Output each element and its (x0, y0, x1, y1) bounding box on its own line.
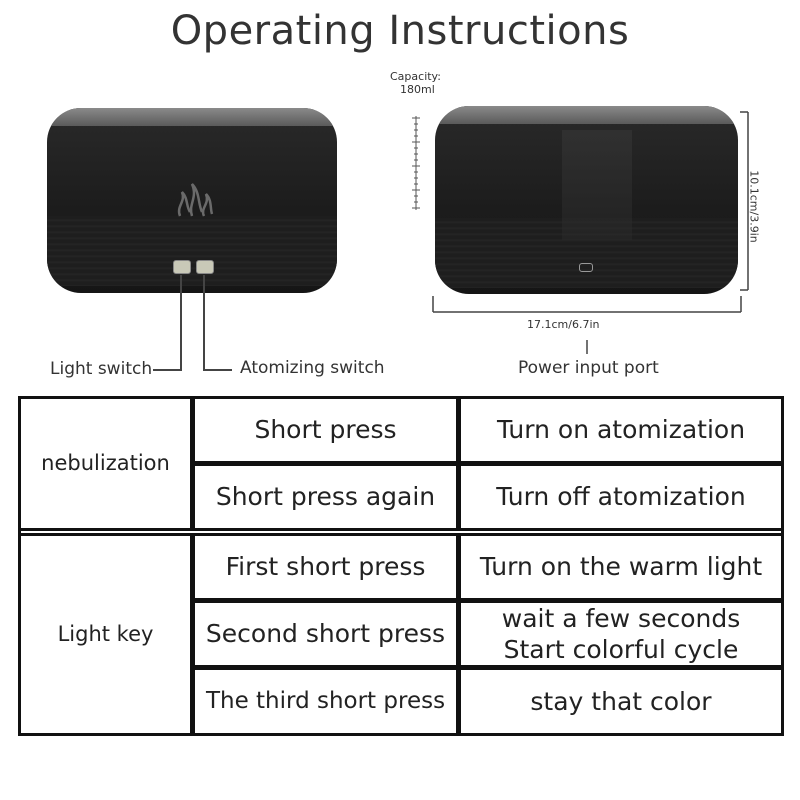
capacity-label: Capacity: (390, 70, 441, 83)
height-dimension: 10.1cm/3.9in (747, 170, 761, 243)
table-cell-action: Second short press (192, 600, 459, 668)
flame-icon (177, 183, 214, 217)
atomizing-switch-label: Atomizing switch (240, 358, 385, 378)
capacity-value: 180ml (400, 83, 435, 96)
table-cell-result: wait a few seconds Start colorful cycle (458, 600, 784, 668)
power-port-label: Power input port (518, 358, 659, 378)
water-window (562, 130, 632, 240)
table-cell-action: Short press again (192, 463, 459, 531)
table-cell-result: Turn off atomization (458, 463, 784, 531)
group-label-light-key: Light key (18, 533, 193, 736)
light-switch-button (173, 260, 191, 274)
group-label-nebulization: nebulization (18, 396, 193, 531)
power-port-icon (579, 263, 593, 272)
table-cell-result: Turn on atomization (458, 396, 784, 464)
table-cell-action: First short press (192, 533, 459, 601)
table-cell-result: stay that color (458, 667, 784, 736)
width-dimension: 17.1cm/6.7in (527, 318, 600, 331)
page-title: Operating Instructions (170, 8, 630, 54)
table-cell-action: The third short press (192, 667, 459, 736)
table-cell-result: Turn on the warm light (458, 533, 784, 601)
atomizing-switch-button (196, 260, 214, 274)
callout-lines (153, 111, 749, 371)
light-switch-label: Light switch (50, 359, 153, 379)
table-cell-action: Short press (192, 396, 459, 464)
